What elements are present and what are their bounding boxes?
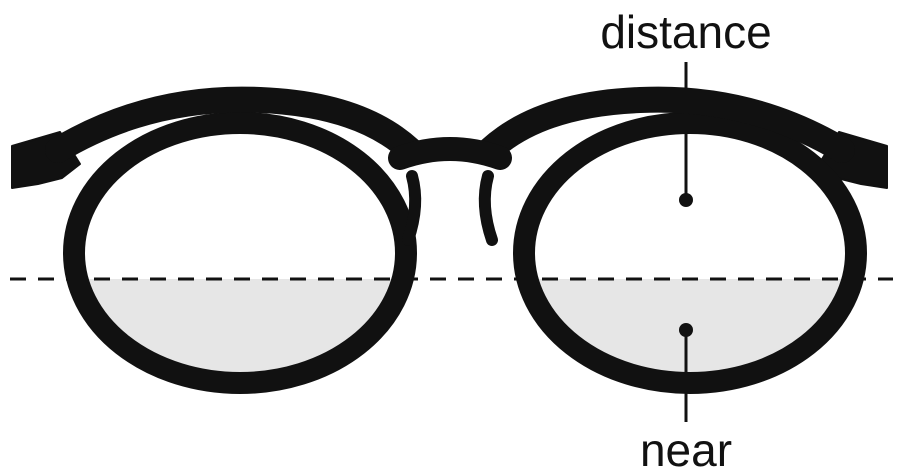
near-marker-dot	[679, 323, 693, 337]
left-nose-pad	[408, 176, 415, 240]
bridge	[400, 149, 500, 158]
right-nose-pad	[485, 176, 492, 240]
distance-marker-dot	[679, 193, 693, 207]
distance-label: distance	[600, 6, 771, 58]
near-zone-shading	[74, 123, 856, 383]
near-label: near	[640, 424, 732, 472]
